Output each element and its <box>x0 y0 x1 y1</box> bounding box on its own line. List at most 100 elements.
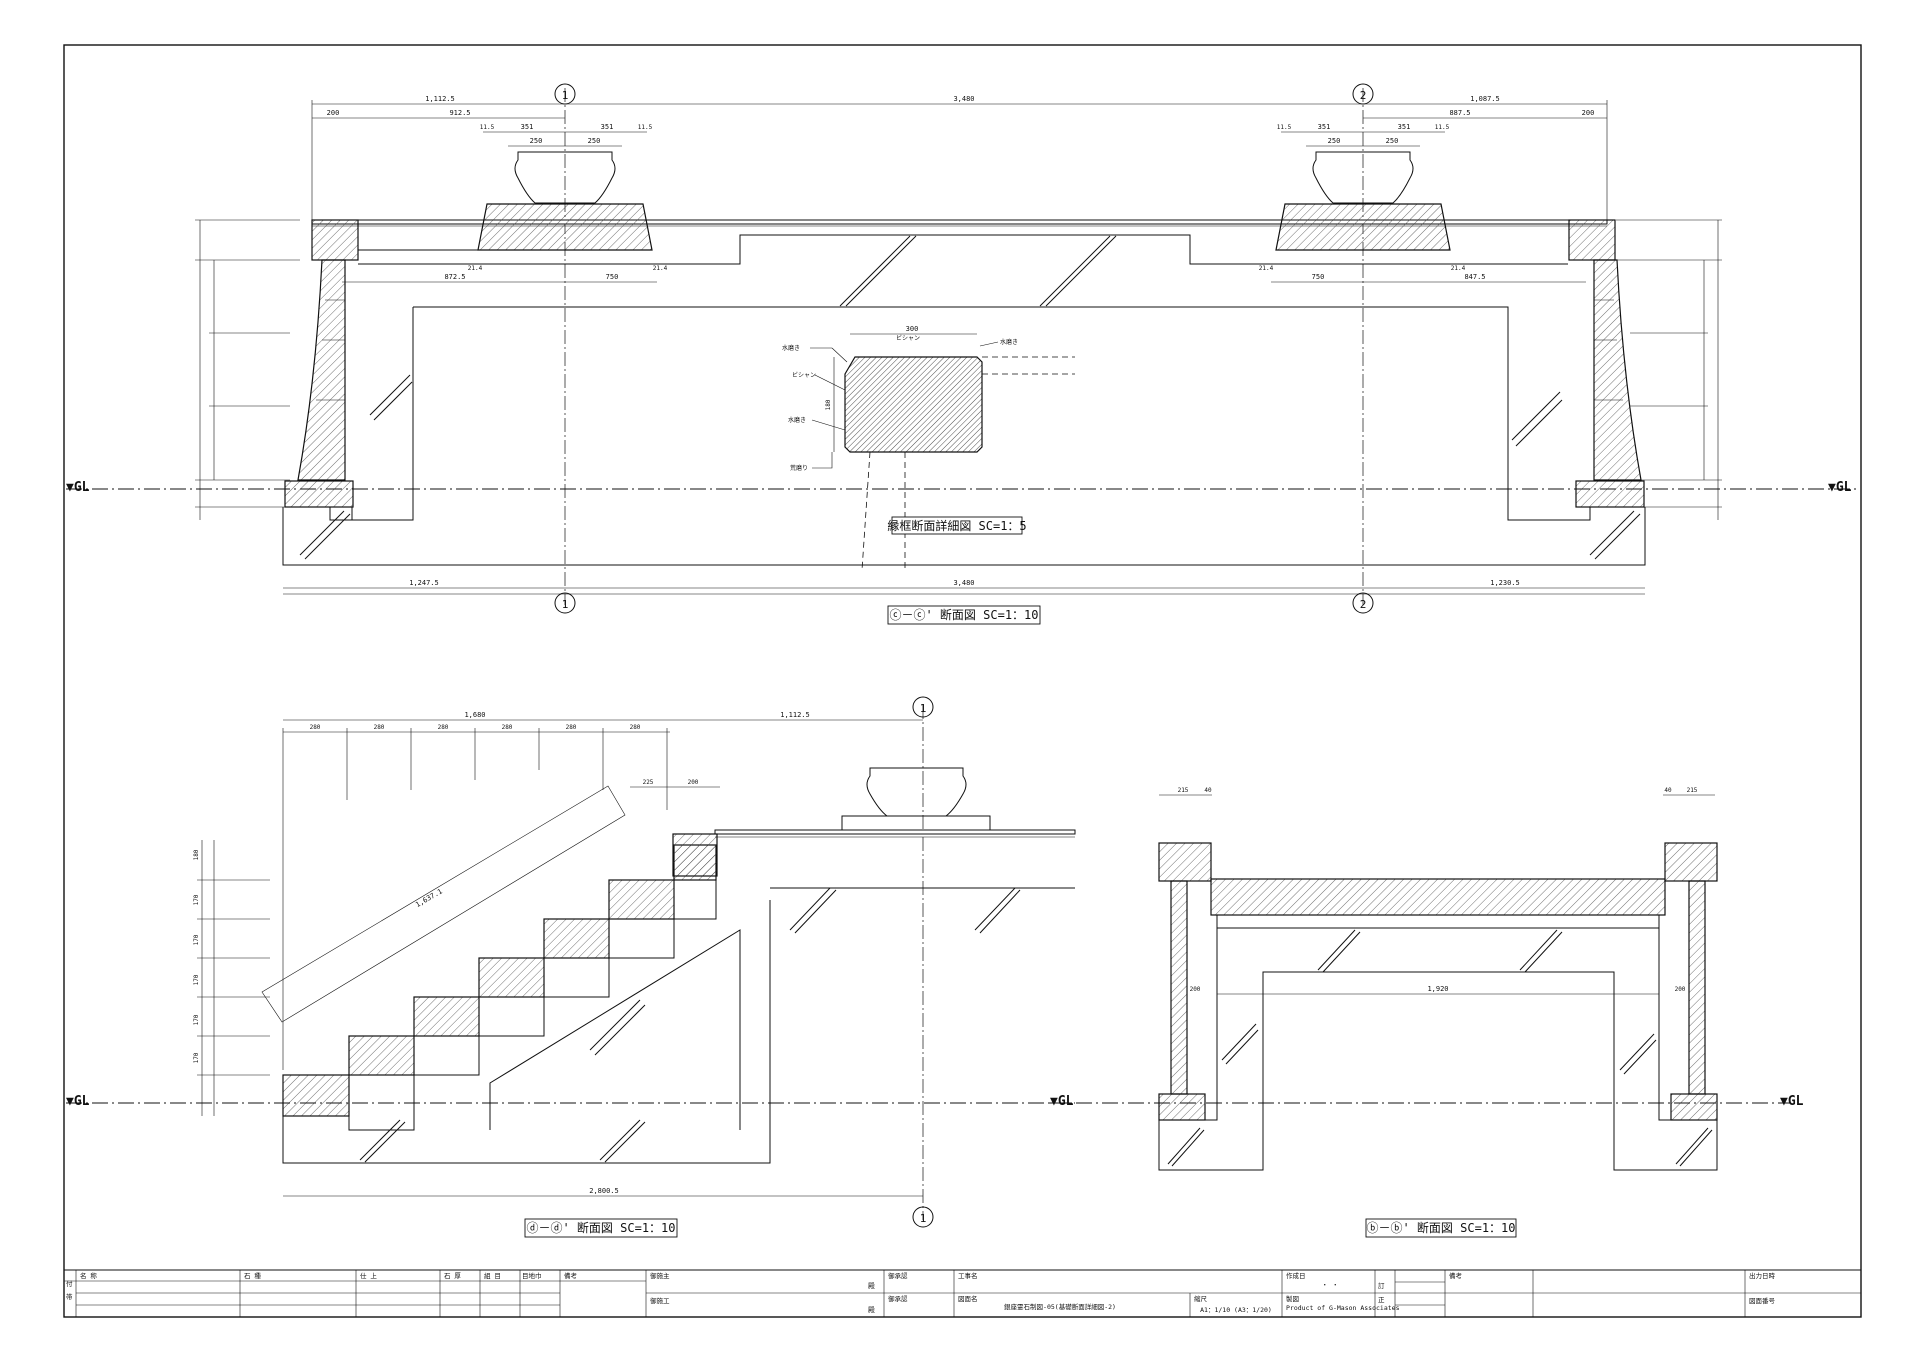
bb-post-dim-left: 200 <box>1190 986 1201 993</box>
cc-footing-left <box>284 480 354 508</box>
bb-gl-label-left: ▼GL <box>1050 1094 1074 1109</box>
tb-site-label: 御承認 <box>888 1294 908 1303</box>
dd-capstone <box>714 829 1076 835</box>
bb-title-box <box>1365 1218 1517 1238</box>
dd-tread-dim-1: 280 <box>374 724 385 731</box>
bb-post-left <box>1170 880 1188 1095</box>
dd-step-3 <box>413 996 480 1037</box>
bb-cap-left <box>1158 842 1212 882</box>
dd-tread-dim-3: 280 <box>502 724 513 731</box>
detail-water-side: 水磨き <box>788 416 806 424</box>
bb-footing-left <box>1158 1093 1206 1121</box>
cc-corner-cap-right <box>1568 219 1616 261</box>
dd-bottom-dim: 2,800.5 <box>589 1187 619 1195</box>
cc-title: ⓒ－ⓒ' 断面図 SC=1：10 <box>889 607 1038 622</box>
bb-top-dim-1: 40 <box>1204 787 1212 794</box>
drawing-frame <box>63 44 1862 1318</box>
edge-detail: 300 180 水磨き ビシャン 水磨き ビシャン 水磨き 荒磨り 縁框断面詳細… <box>782 325 1075 571</box>
cc-dim-sub-left-0: 200 <box>327 109 340 117</box>
cc-grid-label-1-top: 1 <box>562 89 569 102</box>
cc-dim-bottom-right: 1,230.5 <box>1490 579 1520 587</box>
tb-project-label: 工事名 <box>958 1271 978 1280</box>
cc-wall-left <box>297 259 346 481</box>
bb-top-dim-2: 40 <box>1664 787 1672 794</box>
bb-top-dim-0: 215 <box>1178 787 1189 794</box>
cc-grid-label-1-bottom: 1 <box>562 598 569 611</box>
tb-drawing-name-label: 図面名 <box>958 1294 978 1303</box>
cc-dim-bottom-left: 1,247.5 <box>409 579 439 587</box>
dd-title: ⓓ－ⓓ' 断面図 SC=1：10 <box>526 1220 675 1235</box>
tb-producer-label: 製図 <box>1286 1294 1299 1303</box>
tb-header-stone: 石 種 <box>244 1272 261 1280</box>
dd-step-6 <box>608 879 675 920</box>
dd-grid-label-top: 1 <box>920 702 927 715</box>
cc-urn-base-left <box>477 203 653 251</box>
dd-slope-dim: 1,637.1 <box>414 887 444 909</box>
cc-urn-right <box>1312 151 1414 204</box>
cc-urn-dim-r3: 11.5 <box>1435 124 1450 131</box>
cc-gl-label-left: ▼GL <box>66 480 90 495</box>
cc-urn-dim-r2: 351 <box>1398 123 1411 131</box>
cc-urn-dim-r1: 351 <box>1318 123 1331 131</box>
detail-stone <box>844 356 983 453</box>
dd-grid-bubble-top <box>912 696 934 718</box>
cc-dim-top-center: 3,480 <box>953 95 974 103</box>
dd-landing-dim-1: 200 <box>688 779 699 786</box>
dd-grid-bubble-bottom <box>912 1206 934 1228</box>
cc-small-dim-2: 21.4 <box>1259 265 1274 272</box>
cc-small-dim-3: 21.4 <box>1451 265 1466 272</box>
cc-urn-dim-5: 250 <box>588 137 601 145</box>
cc-urn-dim-r0: 11.5 <box>1277 124 1292 131</box>
section-cc: 1 2 1 2 1,112.5 3,480 1,087.5 200 912.5 … <box>66 83 1858 625</box>
tb-date-value: ・ ・ <box>1322 1281 1339 1289</box>
dd-tread-dim-0: 280 <box>310 724 321 731</box>
cc-wall-right <box>1593 259 1642 481</box>
detail-title-box <box>891 516 1023 535</box>
cc-inner-dim-2: 750 <box>1312 273 1325 281</box>
detail-height-dim: 180 <box>825 399 832 410</box>
dd-urn <box>866 767 967 817</box>
tb-drawing-name: 銀座霊石制図-05(基礎断面詳細図-2) <box>1004 1302 1116 1311</box>
cc-urn-dim-2: 351 <box>601 123 614 131</box>
cc-urn-dim-0: 11.5 <box>480 124 495 131</box>
cc-inner-dim-0: 872.5 <box>444 273 465 281</box>
cc-urn-base-right <box>1275 203 1451 251</box>
tb-builder-honorific: 殿 <box>868 1306 875 1314</box>
cc-urn-dim-r5: 250 <box>1386 137 1399 145</box>
title-block: 付 帯 名 称 石 種 仕 上 石 厚 組 目 目地巾 備考 御施主 殿 御施工… <box>64 1269 1861 1317</box>
dd-riser-dim-2: 170 <box>193 934 200 945</box>
dd-step-5 <box>543 918 610 959</box>
cc-inner-dim-3: 847.5 <box>1464 273 1485 281</box>
cc-urn-dim-r4: 250 <box>1328 137 1341 145</box>
dd-landing-dim-0: 225 <box>643 779 654 786</box>
tb-scale-label: 縮尺 <box>1194 1294 1208 1303</box>
cc-urn-dim-1: 351 <box>521 123 534 131</box>
cc-grid-label-2-top: 2 <box>1360 89 1367 102</box>
cc-urn-left <box>514 151 616 204</box>
dd-gl-label: ▼GL <box>66 1094 90 1109</box>
cc-footing-right <box>1575 480 1645 508</box>
detail-water-top-right: 水磨き <box>1000 338 1018 346</box>
detail-rough: 荒磨り <box>790 464 808 472</box>
tb-output-date-label: 出力日時 <box>1749 1271 1776 1280</box>
tb-drawing-no-label: 図面番号 <box>1749 1297 1776 1305</box>
cc-grid-bubble-2-bottom <box>1352 592 1374 614</box>
tb-remarks-label: 備考 <box>1449 1271 1463 1280</box>
tb-client-label: 御施主 <box>650 1271 670 1280</box>
tb-header-remarks: 備考 <box>564 1271 578 1280</box>
cc-small-dim-0: 21.4 <box>468 265 483 272</box>
bb-footing-right <box>1670 1093 1718 1121</box>
bb-title: ⓑ－ⓑ' 断面図 SC=1：10 <box>1366 1220 1515 1235</box>
tb-date-label: 作成日 <box>1286 1271 1306 1280</box>
tb-side-label-0: 付 <box>66 1279 73 1288</box>
dd-riser-dim-1: 170 <box>193 894 200 905</box>
dd-riser-dim-0: 180 <box>193 849 200 860</box>
tb-producer-value: Product of G-Mason Associates <box>1286 1304 1400 1312</box>
dd-riser-dim-5: 170 <box>193 1052 200 1063</box>
cc-dim-top-left: 1,112.5 <box>425 95 455 103</box>
cc-title-box <box>887 605 1041 625</box>
bb-beam <box>1210 878 1666 916</box>
tb-rev-label-1: 正 <box>1378 1296 1385 1304</box>
tb-side-label-1: 帯 <box>66 1292 73 1301</box>
